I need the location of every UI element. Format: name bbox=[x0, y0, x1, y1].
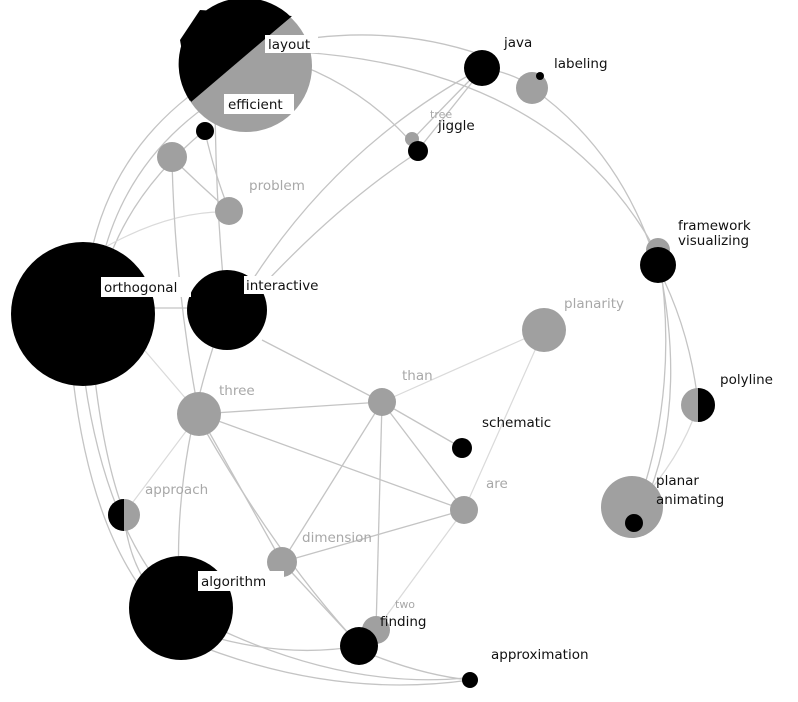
edge-planarity-are bbox=[463, 329, 545, 511]
edge-dimension-are bbox=[281, 509, 465, 563]
node-visualizing[interactable] bbox=[640, 247, 676, 283]
label-box-algorithm bbox=[198, 571, 284, 591]
node-animating[interactable] bbox=[625, 514, 643, 532]
node-efficient[interactable] bbox=[196, 122, 214, 140]
label-two: two bbox=[395, 598, 415, 611]
label-polyline: polyline bbox=[720, 372, 773, 388]
label-planarity: planarity bbox=[564, 296, 624, 312]
label-three: three bbox=[219, 383, 255, 399]
edge-labeling-visualizing bbox=[531, 87, 657, 263]
label-are: are bbox=[486, 476, 508, 492]
node-dimension[interactable] bbox=[267, 547, 297, 577]
label-box-orthogonal bbox=[101, 277, 191, 297]
label-planar: planar bbox=[656, 473, 699, 489]
edge-than-schematic bbox=[381, 401, 463, 449]
label-labeling: labeling bbox=[554, 56, 608, 72]
edge-finding-approximation bbox=[359, 649, 471, 681]
edge-layout-visualizing bbox=[299, 51, 659, 256]
edge-framework-planar bbox=[639, 249, 667, 501]
label-tree: tree bbox=[430, 108, 452, 121]
node-labeling-dot bbox=[536, 72, 544, 80]
node-problem[interactable] bbox=[215, 197, 243, 225]
labels: layout efficient orthogonal interactive … bbox=[101, 35, 773, 663]
node-java[interactable] bbox=[464, 50, 500, 86]
node-schematic[interactable] bbox=[452, 438, 472, 458]
edge-orthogonal-algorithm2 bbox=[69, 349, 151, 601]
edge-algorithm-approx2 bbox=[199, 619, 466, 681]
label-jiggle: jiggle bbox=[437, 118, 475, 134]
edge-orthogonal-problem bbox=[99, 211, 230, 251]
label-interactive: interactive bbox=[246, 278, 319, 294]
label-framework: framework bbox=[678, 218, 751, 234]
label-animating: animating bbox=[656, 492, 724, 508]
label-box-interactive bbox=[244, 276, 334, 294]
label-approach: approach bbox=[145, 482, 208, 498]
node-finding[interactable] bbox=[340, 627, 378, 665]
node-three[interactable] bbox=[177, 392, 221, 436]
node-unlabeled-1[interactable] bbox=[157, 142, 187, 172]
edge-interactive-java bbox=[239, 67, 483, 301]
label-efficient: efficient bbox=[228, 97, 283, 113]
edge-three-are bbox=[198, 413, 465, 511]
label-visualizing: visualizing bbox=[678, 233, 749, 249]
edge-than-are bbox=[381, 401, 465, 511]
node-than[interactable] bbox=[368, 388, 396, 416]
label-finding: finding bbox=[380, 614, 427, 630]
edge-visualizing-polyline bbox=[657, 267, 699, 404]
node-jiggle[interactable] bbox=[408, 141, 428, 161]
edge-are-two bbox=[375, 509, 465, 631]
label-layout: layout bbox=[268, 37, 310, 53]
node-approach[interactable] bbox=[108, 499, 140, 531]
label-dimension: dimension bbox=[302, 530, 372, 546]
nodes bbox=[11, 0, 715, 688]
edge-than-dimension bbox=[281, 401, 383, 563]
edge-interactive-than bbox=[261, 339, 383, 403]
label-box-layout bbox=[265, 35, 318, 53]
label-java: java bbox=[503, 35, 532, 51]
label-orthogonal: orthogonal bbox=[104, 280, 177, 296]
edge-than-finding bbox=[375, 401, 383, 631]
label-schematic: schematic bbox=[482, 415, 551, 431]
edge-algorithm-approximation bbox=[184, 639, 471, 686]
label-problem: problem bbox=[249, 178, 305, 194]
edge-three-than bbox=[198, 401, 383, 415]
node-planar[interactable] bbox=[601, 476, 663, 538]
label-box-efficient bbox=[224, 94, 294, 114]
node-polyline[interactable] bbox=[681, 388, 715, 422]
label-algorithm: algorithm bbox=[201, 574, 266, 590]
label-approximation: approximation bbox=[491, 647, 589, 663]
label-than: than bbox=[402, 368, 433, 384]
node-approximation[interactable] bbox=[462, 672, 478, 688]
node-are[interactable] bbox=[450, 496, 478, 524]
edge-than-planarity bbox=[381, 329, 545, 403]
node-planarity[interactable] bbox=[522, 308, 566, 352]
node-orthogonal[interactable] bbox=[11, 242, 155, 386]
